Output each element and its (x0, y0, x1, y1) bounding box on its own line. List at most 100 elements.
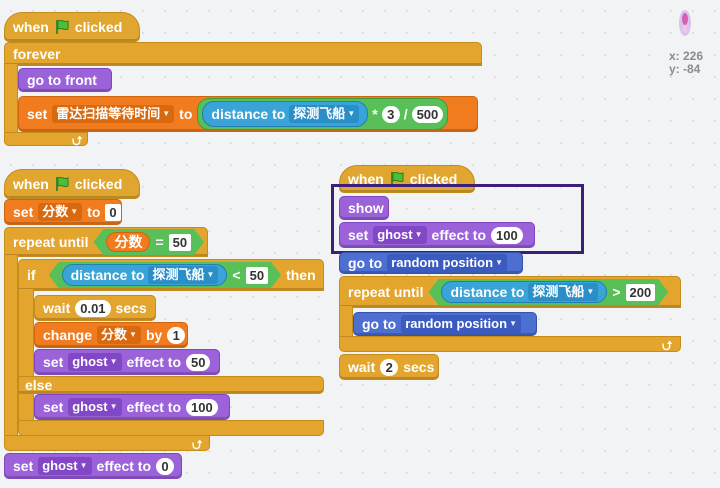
if-label: if (27, 267, 36, 283)
wait-value-input[interactable]: 2 (380, 358, 399, 376)
set-label: set (43, 399, 64, 415)
effect-dropdown[interactable]: ghost▼ (68, 353, 122, 371)
variable-dropdown[interactable]: 分数▼ (97, 326, 141, 344)
effect-value-input[interactable]: 0 (156, 457, 174, 475)
target-name: 探测飞船 (152, 267, 205, 282)
less-than-value-input[interactable]: 50 (246, 267, 268, 284)
set-score-block[interactable]: set 分数▼ to 0 (4, 199, 122, 225)
sprite-thumbnail[interactable] (676, 5, 694, 41)
loop-arrow-icon: ⮍ (192, 437, 203, 452)
effect-name: ghost (72, 354, 108, 369)
effect-dropdown[interactable]: ghost▼ (373, 226, 427, 244)
effect-to-label: effect to (126, 354, 181, 370)
set-ghost-effect-block-1[interactable]: set ghost▼ effect to 50 (34, 349, 220, 375)
secs-label: secs (115, 300, 147, 316)
variable-name: 分数 (42, 204, 69, 219)
target-name: 探测飞船 (293, 106, 346, 121)
set-radar-time-block[interactable]: set 雷达扫描等待时间▼ to distance to 探测飞船▼ * 3 /… (18, 96, 478, 132)
repeat-until-block[interactable]: repeat until 分数 = 50 (4, 227, 208, 257)
position-dropdown[interactable]: random position▼ (401, 315, 521, 333)
to-label: to (179, 106, 193, 122)
set-label: set (43, 354, 64, 370)
forever-label: forever (13, 46, 61, 62)
effect-value-input[interactable]: 100 (186, 398, 218, 416)
effect-value-input[interactable]: 100 (491, 226, 523, 244)
operator-divide-reporter[interactable]: distance to 探测飞船▼ * 3 / 500 (197, 98, 449, 130)
effect-value-input[interactable]: 50 (186, 353, 211, 371)
variable-name: 分数 (101, 327, 128, 342)
then-label: then (286, 267, 316, 283)
change-score-block[interactable]: change 分数▼ by 1 (34, 322, 188, 348)
distance-to-label: distance to (70, 267, 145, 283)
greater-than-value-input[interactable]: 200 (626, 284, 656, 301)
effect-dropdown[interactable]: ghost▼ (68, 398, 122, 416)
if-else-block[interactable]: if distance to 探测飞船▼ < 50 then (18, 259, 324, 291)
set-ghost-effect-block-3[interactable]: set ghost▼ effect to 0 (4, 453, 182, 479)
if-else-foot (18, 420, 324, 436)
go-to-random-position-block-2[interactable]: go to random position▼ (353, 312, 537, 336)
distance-to-reporter[interactable]: distance to 探测飞船▼ (62, 264, 228, 286)
repeat-until-label: repeat until (13, 234, 89, 250)
variable-name: 分数 (114, 234, 143, 250)
multiply-sign: * (372, 106, 378, 122)
dropdown-arrow-icon: ▼ (109, 357, 118, 366)
equals-value-input[interactable]: 50 (169, 234, 191, 251)
go-to-label: go to (348, 255, 383, 271)
less-than-condition[interactable]: distance to 探测飞船▼ < 50 (49, 262, 282, 288)
effect-dropdown[interactable]: ghost▼ (38, 457, 92, 475)
set-label: set (13, 458, 34, 474)
dropdown-arrow-icon: ▼ (206, 270, 215, 279)
show-block[interactable]: show (339, 196, 389, 220)
divide-value-input[interactable]: 500 (411, 105, 444, 123)
when-flag-clicked-hat-3[interactable]: when clicked (339, 165, 475, 193)
set-value-input[interactable]: 0 (105, 203, 121, 221)
effect-to-label: effect to (126, 399, 181, 415)
repeat-until-arm (4, 255, 18, 437)
greater-than-condition[interactable]: distance to 探测飞船▼ > 200 (428, 279, 668, 305)
divide-sign: / (403, 106, 408, 122)
wait-label: wait (348, 359, 376, 375)
variable-dropdown[interactable]: 分数▼ (38, 203, 83, 221)
repeat-until-label: repeat until (348, 284, 424, 300)
multiply-value-input[interactable]: 3 (381, 105, 400, 123)
distance-to-reporter[interactable]: distance to 探测飞船▼ (202, 101, 369, 127)
wait-value-input[interactable]: 0.01 (75, 299, 111, 317)
repeat-until-block-2[interactable]: repeat until distance to 探测飞船▼ > 200 (339, 276, 681, 308)
target-dropdown[interactable]: 探测飞船▼ (289, 105, 360, 123)
set-label: set (27, 106, 48, 122)
wait-block[interactable]: wait 0.01 secs (34, 295, 156, 321)
forever-block[interactable]: forever (4, 42, 482, 66)
target-dropdown[interactable]: 探测飞船▼ (528, 283, 598, 301)
set-label: set (13, 204, 34, 220)
effect-to-label: effect to (431, 227, 486, 243)
effect-to-label: effect to (96, 458, 151, 474)
dropdown-arrow-icon: ▼ (162, 109, 171, 118)
target-dropdown[interactable]: 探测飞船▼ (148, 266, 218, 284)
equals-condition[interactable]: 分数 = 50 (93, 229, 204, 255)
distance-to-label: distance to (211, 106, 286, 122)
distance-to-label: distance to (450, 284, 525, 300)
else-section: else (18, 376, 324, 394)
when-flag-clicked-hat-1[interactable]: when clicked (4, 12, 140, 42)
set-ghost-effect-block-4[interactable]: set ghost▼ effect to 100 (339, 222, 535, 248)
distance-to-reporter[interactable]: distance to 探测飞船▼ (441, 281, 607, 303)
change-label: change (43, 327, 93, 343)
loop-arrow-icon: ⮍ (72, 133, 83, 148)
go-to-front-block[interactable]: go to front (18, 68, 112, 92)
variable-name: 雷达扫描等待时间 (56, 106, 161, 121)
hat-when-label: when (13, 176, 49, 192)
position-dropdown[interactable]: random position▼ (387, 254, 507, 272)
effect-name: ghost (377, 227, 413, 242)
variable-dropdown[interactable]: 雷达扫描等待时间▼ (52, 105, 175, 123)
secs-label: secs (403, 359, 435, 375)
dropdown-arrow-icon: ▼ (70, 207, 79, 216)
go-to-random-position-block-1[interactable]: go to random position▼ (339, 252, 523, 274)
when-flag-clicked-hat-2[interactable]: when clicked (4, 169, 140, 199)
score-variable-reporter[interactable]: 分数 (106, 232, 150, 252)
set-ghost-effect-block-2[interactable]: set ghost▼ effect to 100 (34, 394, 230, 420)
if-arm (18, 289, 34, 429)
show-label: show (348, 200, 384, 216)
change-value-input[interactable]: 1 (167, 326, 186, 344)
equals-sign: = (155, 234, 164, 250)
wait-block-2[interactable]: wait 2 secs (339, 354, 439, 380)
